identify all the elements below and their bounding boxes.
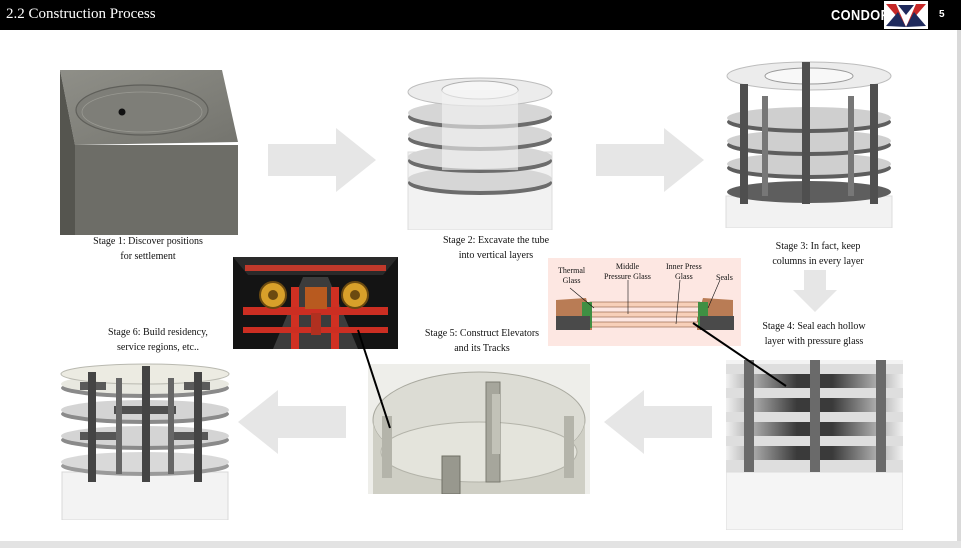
elevator-render-image (233, 257, 398, 349)
stage3-image (722, 56, 896, 228)
header-bar: 2.2 Construction Process CONDOR 5 (0, 0, 961, 30)
inner-glass-label: Inner Press Glass (666, 262, 702, 281)
stage4-image (726, 360, 903, 530)
seals-label: Seals (716, 273, 733, 282)
page-number: 5 (939, 9, 945, 20)
stage3-caption: Stage 3: In fact, keep columns in every … (772, 241, 864, 267)
stage6-image (58, 362, 232, 520)
stage5-caption: Stage 5: Construct Elevators and its Tra… (424, 328, 540, 354)
stage4-caption: Stage 4: Seal each hollow layer with pre… (762, 321, 866, 347)
slide-title: 2.2 Construction Process (6, 6, 156, 22)
arrow-left-icon (238, 390, 346, 454)
right-edge-shade (957, 30, 961, 548)
stage1-image (60, 70, 238, 235)
condor-logo (884, 1, 928, 29)
arrow-left-icon (604, 390, 712, 454)
stage5-image (368, 364, 590, 494)
arrow-right-icon (596, 128, 704, 192)
arrow-down-icon (793, 270, 837, 312)
arrow-right-icon (268, 128, 376, 192)
thermal-glass-label: Thermal Glass (558, 266, 586, 285)
middle-glass-label: Middle Pressure Glass (604, 262, 651, 281)
pressure-glass-diagram: Thermal Glass Middle Pressure Glass Inne… (548, 258, 741, 346)
brand-name: CONDOR (831, 7, 891, 24)
bottom-bar (0, 541, 961, 548)
stage6-caption: Stage 6: Build residency, service region… (108, 327, 208, 353)
stage2-caption: Stage 2: Excavate the tube into vertical… (442, 235, 550, 261)
stage2-image (404, 62, 556, 230)
stage1-caption: Stage 1: Discover positions for settleme… (93, 236, 203, 262)
